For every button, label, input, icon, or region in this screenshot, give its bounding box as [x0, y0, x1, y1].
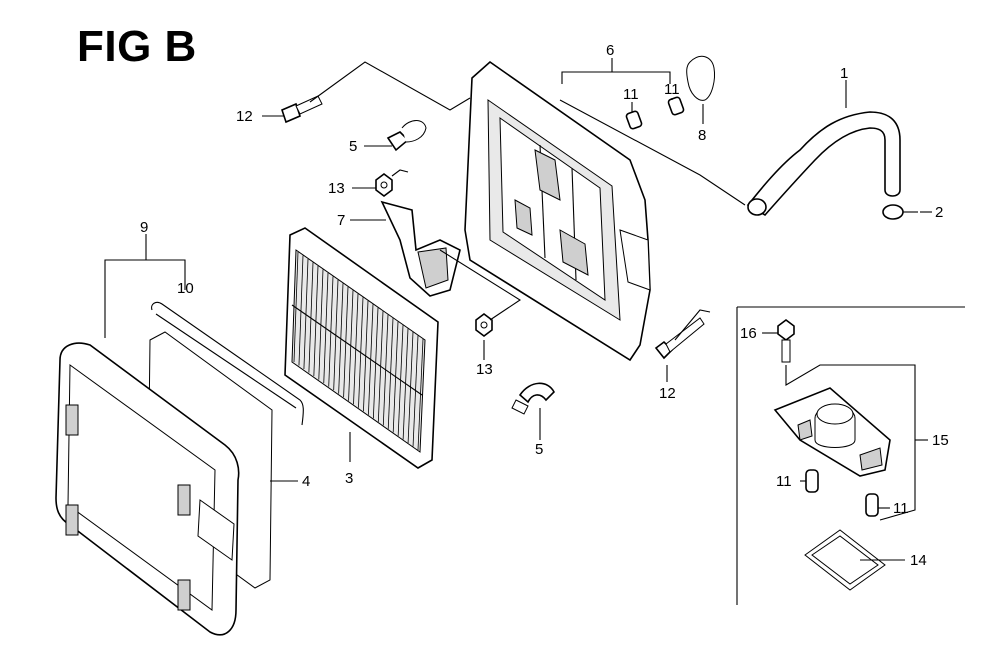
callout-14: 14: [910, 552, 927, 569]
bolt-lower: [654, 317, 705, 360]
bracket-part: [380, 200, 461, 297]
callout-13-lower: 13: [476, 361, 493, 378]
clip-part: [882, 204, 918, 220]
callout-11-inset-right: 11: [893, 500, 909, 517]
gasket-ring-part: [686, 55, 715, 101]
callout-15: 15: [932, 432, 949, 449]
cover-vent-grilles: [65, 404, 191, 611]
callout-11-upper-right: 11: [664, 81, 680, 98]
callout-13-upper: 13: [328, 180, 345, 197]
callout-12-upper: 12: [236, 108, 253, 125]
bolt-upper: [281, 95, 323, 124]
nut-lower: [475, 313, 493, 337]
figure-title: FIG B: [77, 22, 197, 71]
gasket-square-part: [804, 529, 886, 591]
adapter-elbow-part: [773, 387, 891, 477]
leader-lines: [104, 58, 932, 561]
callout-5-upper: 5: [349, 138, 357, 155]
air-cleaner-case-part: [464, 60, 651, 362]
clip-lower: [511, 382, 555, 415]
filter-element-part: [284, 227, 439, 469]
inset-frame: [736, 306, 965, 605]
bolt-inset: [777, 319, 795, 363]
callout-11-upper-left: 11: [623, 86, 639, 103]
callout-9: 9: [140, 219, 148, 236]
dowel-pin-upper-left: [625, 110, 643, 130]
callout-11-inset-left: 11: [776, 473, 792, 490]
filter-pleat-line: [298, 255, 304, 366]
callout-4: 4: [302, 473, 310, 490]
dowel-pin-inset-left: [805, 469, 819, 493]
callout-2: 2: [935, 204, 943, 221]
air-cleaner-cover-part: [55, 342, 240, 636]
callout-7: 7: [337, 212, 345, 229]
dowel-pin-upper-right: [667, 96, 685, 116]
filter-pleat-line: [293, 251, 299, 363]
callout-16: 16: [740, 325, 757, 342]
callout-12-lower: 12: [659, 385, 676, 402]
callout-labels: 1 2 3 4 5 5 6 7 8 9 10 11 11 11 11 12 12…: [140, 42, 949, 569]
wire-part: [151, 301, 304, 426]
dowel-pin-inset-right: [865, 493, 879, 517]
callout-10: 10: [177, 280, 194, 297]
callout-5-lower: 5: [535, 441, 543, 458]
nut-upper: [375, 173, 393, 197]
callout-8: 8: [698, 127, 706, 144]
clip-upper: [386, 120, 427, 152]
callout-6: 6: [606, 42, 614, 59]
callout-3: 3: [345, 470, 353, 487]
callout-1: 1: [840, 65, 848, 82]
breather-tube-part: [746, 111, 901, 217]
